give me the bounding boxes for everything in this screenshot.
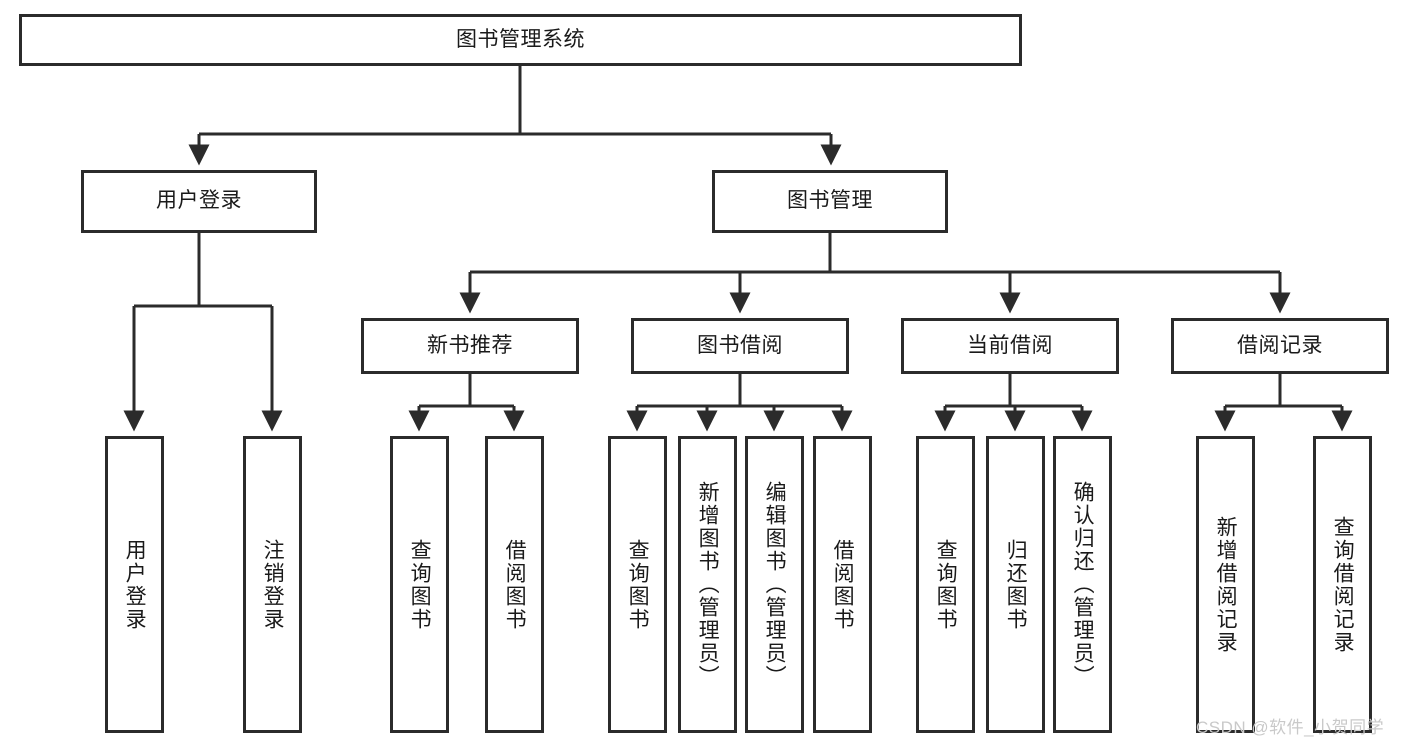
node-leaf-add-record-label: 新增借阅记录 [1214, 515, 1238, 654]
node-leaf-query-book-1[interactable]: 查询图书 [390, 436, 449, 733]
node-book-manage-label: 图书管理 [787, 189, 873, 213]
node-leaf-user-login-label: 用户登录 [123, 538, 147, 631]
node-leaf-query-book-3-label: 查询图书 [934, 538, 958, 631]
node-leaf-query-book-1-label: 查询图书 [408, 538, 432, 631]
node-leaf-borrow-book-2[interactable]: 借阅图书 [813, 436, 872, 733]
node-current-borrow[interactable]: 当前借阅 [901, 318, 1119, 374]
node-user-login[interactable]: 用户登录 [81, 170, 317, 233]
node-new-book-recommend[interactable]: 新书推荐 [361, 318, 579, 374]
node-root-label: 图书管理系统 [456, 27, 585, 51]
node-leaf-add-book-label: 新增图书（管理员） [696, 481, 720, 688]
node-leaf-borrow-book-1-label: 借阅图书 [503, 538, 527, 631]
node-leaf-edit-book[interactable]: 编辑图书（管理员） [745, 436, 804, 733]
csdn-watermark: CSDN @软件_小贺同学 [1196, 718, 1385, 737]
node-leaf-edit-book-label: 编辑图书（管理员） [763, 481, 787, 688]
node-book-manage[interactable]: 图书管理 [712, 170, 948, 233]
node-current-borrow-label: 当前借阅 [967, 333, 1053, 357]
node-leaf-return-book[interactable]: 归还图书 [986, 436, 1045, 733]
node-book-borrow-label: 图书借阅 [697, 333, 783, 357]
node-leaf-query-book-3[interactable]: 查询图书 [916, 436, 975, 733]
node-borrow-record[interactable]: 借阅记录 [1171, 318, 1389, 374]
node-borrow-record-label: 借阅记录 [1237, 333, 1323, 357]
node-leaf-confirm-return-label: 确认归还（管理员） [1071, 481, 1095, 688]
node-leaf-confirm-return[interactable]: 确认归还（管理员） [1053, 436, 1112, 733]
node-leaf-borrow-book-2-label: 借阅图书 [831, 538, 855, 631]
node-leaf-logout-login-label: 注销登录 [261, 538, 285, 631]
node-book-borrow[interactable]: 图书借阅 [631, 318, 849, 374]
node-user-login-label: 用户登录 [156, 189, 242, 213]
node-new-book-recommend-label: 新书推荐 [427, 333, 513, 357]
node-leaf-query-book-2[interactable]: 查询图书 [608, 436, 667, 733]
node-leaf-logout-login[interactable]: 注销登录 [243, 436, 302, 733]
node-root[interactable]: 图书管理系统 [19, 14, 1022, 66]
node-leaf-add-record[interactable]: 新增借阅记录 [1196, 436, 1255, 733]
node-leaf-borrow-book-1[interactable]: 借阅图书 [485, 436, 544, 733]
node-leaf-query-book-2-label: 查询图书 [626, 538, 650, 631]
node-leaf-return-book-label: 归还图书 [1004, 538, 1028, 631]
node-leaf-user-login[interactable]: 用户登录 [105, 436, 164, 733]
node-leaf-add-book[interactable]: 新增图书（管理员） [678, 436, 737, 733]
node-leaf-query-record-label: 查询借阅记录 [1331, 515, 1355, 654]
node-leaf-query-record[interactable]: 查询借阅记录 [1313, 436, 1372, 733]
